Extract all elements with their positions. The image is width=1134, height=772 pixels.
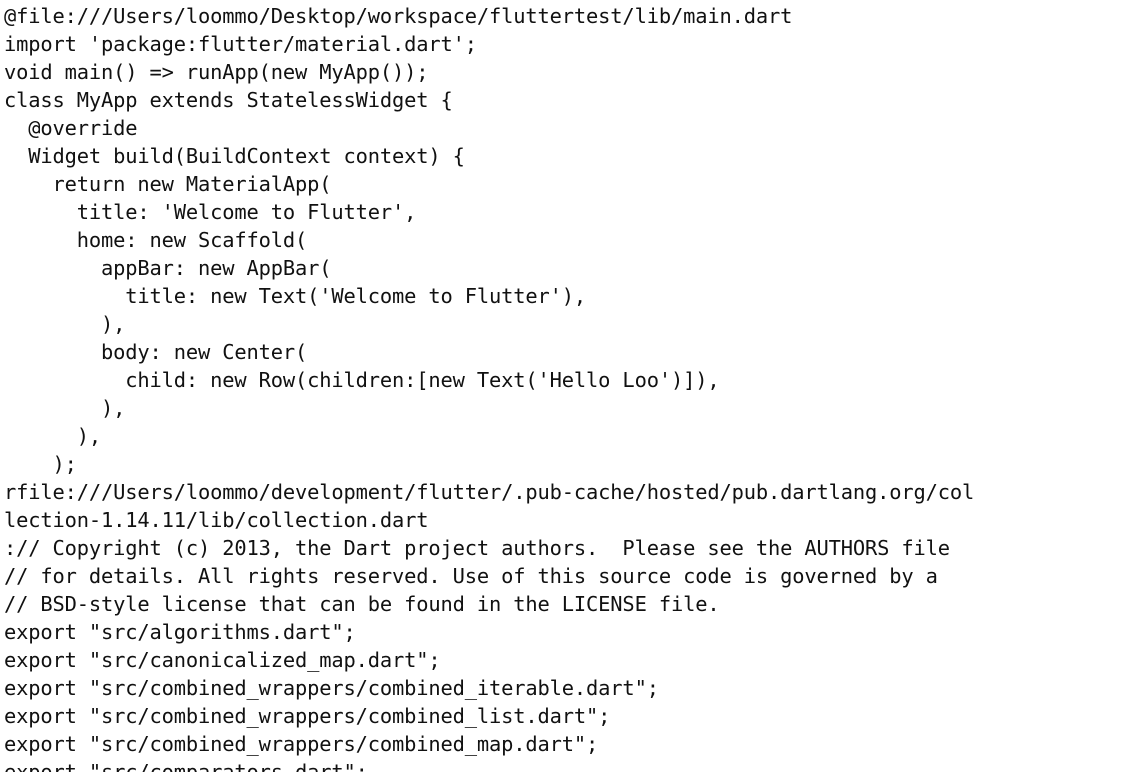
code-line: @file:///Users/loommo/Desktop/workspace/… [4,4,793,28]
code-line: export "src/combined_wrappers/combined_i… [4,676,659,700]
code-line: lection-1.14.11/lib/collection.dart [4,508,429,532]
code-line: appBar: new AppBar( [4,256,332,280]
code-line: export "src/algorithms.dart"; [4,620,356,644]
code-line: // BSD-style license that can be found i… [4,592,720,616]
code-line: // for details. All rights reserved. Use… [4,564,938,588]
code-line: return new MaterialApp( [4,172,332,196]
code-line: class MyApp extends StatelessWidget { [4,88,453,112]
code-line-list: @file:///Users/loommo/Desktop/workspace/… [4,2,1134,772]
code-line: child: new Row(children:[new Text('Hello… [4,368,720,392]
code-line: ); [4,452,77,476]
code-line: Widget build(BuildContext context) { [4,144,465,168]
code-line: export "src/combined_wrappers/combined_l… [4,704,611,728]
code-line: title: new Text('Welcome to Flutter'), [4,284,587,308]
code-line: ), [4,312,126,336]
code-line: export "src/combined_wrappers/combined_m… [4,732,599,756]
code-line: body: new Center( [4,340,308,364]
code-line: void main() => runApp(new MyApp()); [4,60,429,84]
code-line: :// Copyright (c) 2013, the Dart project… [4,536,950,560]
code-line: export "src/canonicalized_map.dart"; [4,648,441,672]
code-line: title: 'Welcome to Flutter', [4,200,417,224]
code-line: export "src/comparators.dart"; [4,760,368,772]
code-line: @override [4,116,138,140]
code-line: home: new Scaffold( [4,228,308,252]
code-line: import 'package:flutter/material.dart'; [4,32,477,56]
code-line: rfile:///Users/loommo/development/flutte… [4,480,975,504]
code-line: ), [4,396,126,420]
code-line: ), [4,424,102,448]
